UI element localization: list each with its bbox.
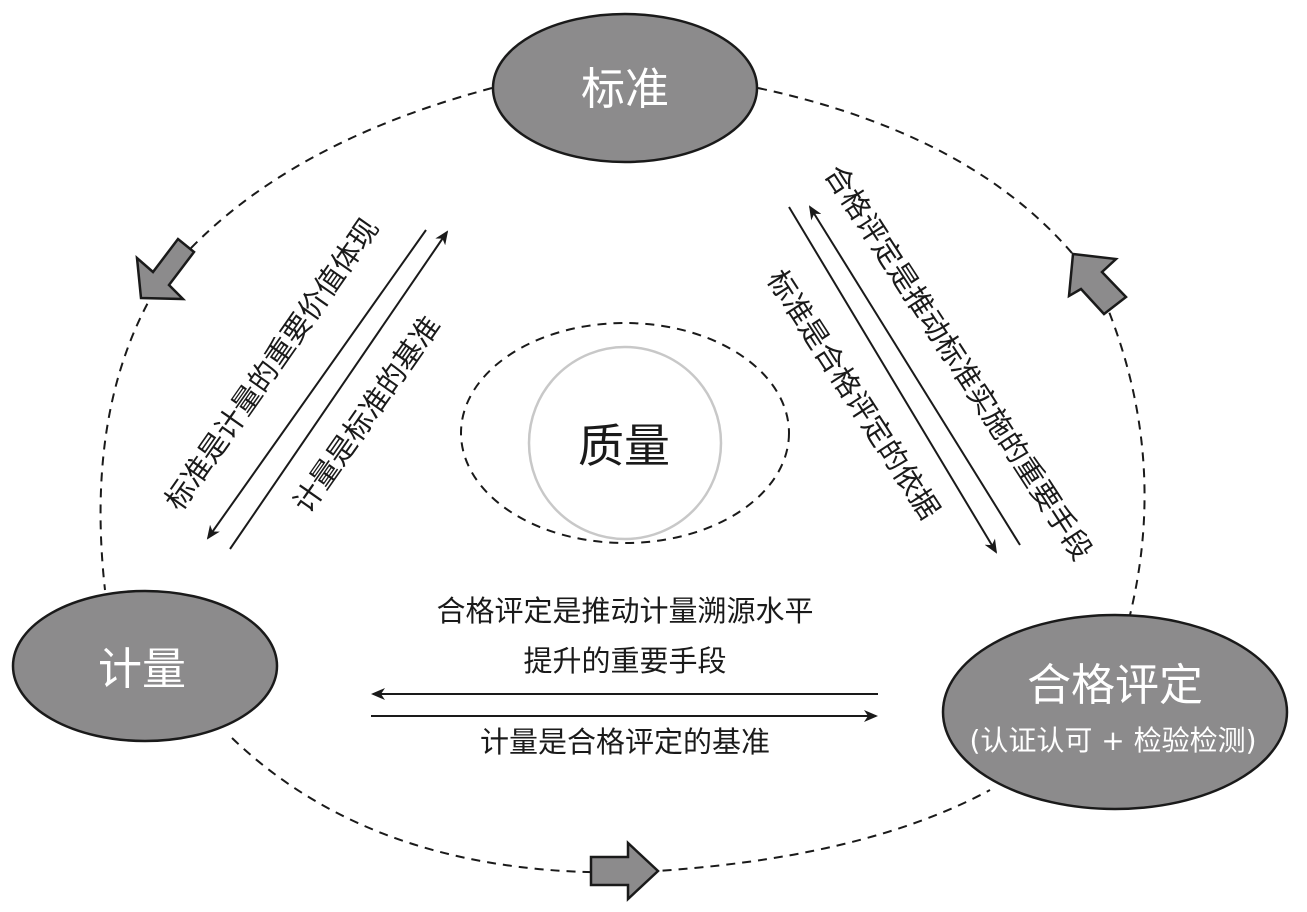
node-quality-label: 质量 bbox=[578, 419, 670, 473]
block-arrow-down-left-icon bbox=[135, 237, 196, 301]
node-quality[interactable] bbox=[527, 345, 723, 541]
arrow-standard-to-conformity bbox=[788, 206, 998, 554]
node-standard[interactable] bbox=[491, 12, 759, 164]
node-conformity-label: 合格评定 bbox=[1027, 660, 1203, 711]
label-metrology-to-standard: 计量是标准的基准 bbox=[286, 309, 447, 519]
label-standard-to-metrology: 标准是计量的重要价值体现 bbox=[158, 212, 385, 517]
node-standard-label: 标准 bbox=[581, 64, 669, 115]
arrow-standard-to-metrology bbox=[206, 229, 427, 540]
node-conformity-sublabel: (认证认可 + 检验检测) bbox=[969, 724, 1256, 757]
node-conformity[interactable] bbox=[941, 613, 1289, 811]
block-arrow-right-icon bbox=[589, 840, 660, 902]
label-conformity-to-standard: 合格评定是推动标准实施的重要手段 bbox=[818, 159, 1099, 567]
label-metrology-to-conformity: 计量是合格评定的基准 bbox=[480, 725, 770, 759]
quality-dashed-boundary bbox=[460, 322, 790, 544]
arrow-metrology-to-standard bbox=[229, 230, 449, 550]
arrow-conformity-to-standard bbox=[808, 205, 1021, 546]
node-metrology-label: 计量 bbox=[98, 644, 186, 695]
label-conformity-to-metrology-line2: 提升的重要手段 bbox=[523, 644, 726, 678]
label-conformity-to-metrology-line1: 合格评定是推动计量溯源水平 bbox=[436, 594, 813, 628]
node-metrology[interactable] bbox=[11, 589, 279, 743]
block-arrow-up-left-icon bbox=[1067, 252, 1128, 316]
